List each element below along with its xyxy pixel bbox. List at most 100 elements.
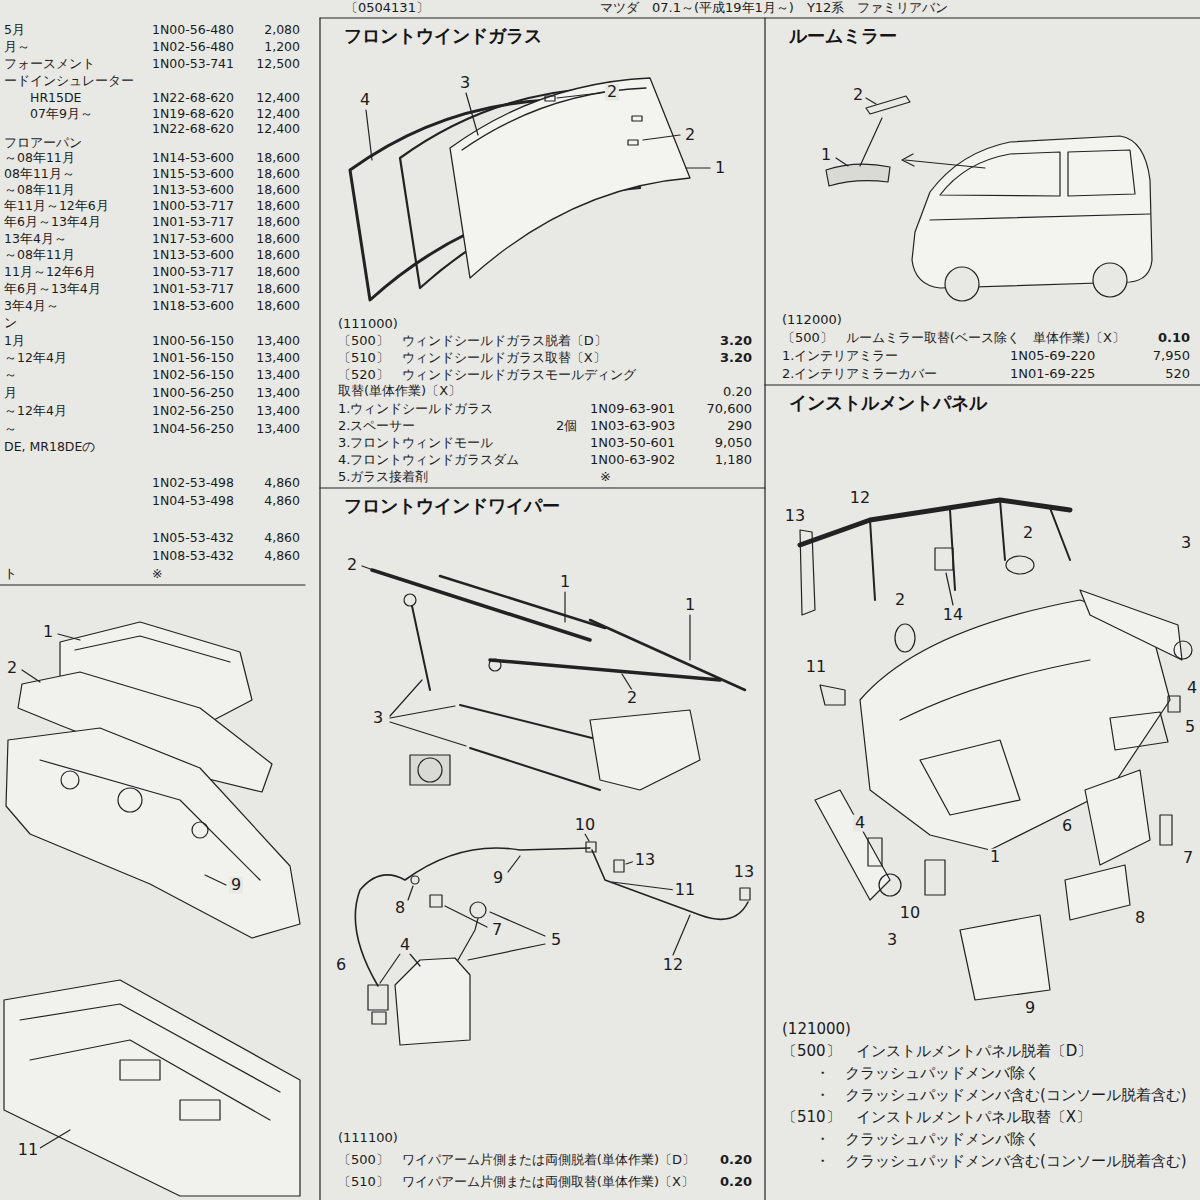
- table-text: 〔500〕 ウィンドシールドガラス脱着〔D〕: [338, 333, 607, 349]
- catalog-price: 18,600: [256, 214, 300, 229]
- callout-number: 2: [5, 660, 19, 677]
- catalog-price: 13,400: [256, 350, 300, 365]
- catalog-entry: ※: [152, 566, 162, 581]
- table-text: ※: [600, 469, 611, 485]
- catalog-price: 12,400: [256, 90, 300, 105]
- catalog-entry: 1N00-56-250: [152, 385, 234, 400]
- catalog-entry: 1N04-53-498: [152, 493, 234, 508]
- catalog-entry: HR15DE: [30, 90, 82, 105]
- section-panel: ルームミラー: [767, 20, 1200, 383]
- callout-number: 12: [848, 490, 872, 507]
- callout-number: 4: [1185, 680, 1199, 697]
- catalog-price: 18,600: [256, 182, 300, 197]
- callout-number: 5: [1183, 719, 1197, 736]
- section-heading: フロントウインドガラス: [322, 20, 763, 48]
- table-text: (111100): [338, 1130, 398, 1146]
- callout-number: 2: [1021, 525, 1035, 542]
- catalog-entry: 1N00-56-150: [152, 333, 234, 348]
- callout-number: 10: [898, 905, 922, 922]
- catalog-entry: 1N05-53-432: [152, 530, 234, 545]
- callout-number: 13: [633, 852, 657, 869]
- catalog-entry: 1N01-53-717: [152, 281, 234, 296]
- catalog-price: 1,200: [264, 39, 300, 54]
- catalog-entry: 1N13-53-600: [152, 182, 234, 197]
- catalog-entry: ～08年11月: [4, 182, 75, 197]
- catalog-price: 12,500: [256, 56, 300, 71]
- callout-number: 2: [893, 592, 907, 609]
- catalog-price: 18,600: [256, 166, 300, 181]
- table-value: 290: [727, 418, 752, 434]
- table-text: 2.インテリアミラーカバー: [782, 366, 937, 382]
- catalog-price: 12,400: [256, 106, 300, 121]
- table-text: 1N03-63-903: [590, 418, 675, 434]
- catalog-entry: ～08年11月: [4, 247, 75, 262]
- callout-number: 1: [558, 574, 572, 591]
- table-value: 0.20: [723, 384, 752, 400]
- catalog-price: 4,860: [264, 475, 300, 490]
- callout-number: 3: [1179, 535, 1193, 552]
- table-text: 〔520〕 ウィンドシールドガラスモールディング取替(単体作業)〔X〕: [338, 367, 638, 398]
- catalog-entry: 1N02-56-250: [152, 403, 234, 418]
- catalog-entry: 1N22-68-620: [152, 90, 234, 105]
- catalog-entry: 1月: [4, 333, 25, 348]
- section-heading: インストルメントパネル: [767, 387, 1200, 415]
- labor-entry: ・ クラッシュパッドメンバ除く: [815, 1064, 1040, 1082]
- catalog-entry: 1N14-53-600: [152, 150, 234, 165]
- table-value: 70,600: [707, 401, 753, 417]
- catalog-entry: 3年4月～: [4, 298, 59, 313]
- callout-number: 9: [491, 870, 505, 887]
- labor-entry: (121000): [782, 1020, 851, 1038]
- catalog-price: 12,400: [256, 121, 300, 136]
- table-text: (111000): [338, 316, 398, 332]
- table-text: 1N03-50-601: [590, 435, 675, 451]
- header-text: マツダ 07.1～(平成19年1月～) Y12系 ファミリアバン: [600, 0, 948, 16]
- catalog-price: 13,400: [256, 403, 300, 418]
- section-heading: フロントウインドワイパー: [322, 490, 763, 518]
- callout-number: 3: [458, 75, 472, 92]
- labor-entry: ・ クラッシュパッドメンバ除く: [815, 1130, 1040, 1148]
- catalog-entry: 年6月～13年4月: [4, 214, 101, 229]
- catalog-entry: 1N00-53-741: [152, 56, 234, 71]
- catalog-entry: 1N19-68-620: [152, 106, 234, 121]
- catalog-price: 2,080: [264, 22, 300, 37]
- callout-number: 3: [371, 710, 385, 727]
- catalog-entry: 08年11月～: [4, 166, 75, 181]
- table-text: 1N09-63-901: [590, 401, 675, 417]
- catalog-entry: 1N22-68-620: [152, 121, 234, 136]
- callout-number: 9: [229, 877, 243, 894]
- catalog-entry: ～08年11月: [4, 150, 75, 165]
- catalog-price: 13,400: [256, 333, 300, 348]
- catalog-price: 18,600: [256, 150, 300, 165]
- callout-number: 4: [853, 815, 867, 832]
- table-text: 1N01-69-225: [1010, 366, 1095, 382]
- callout-number: 7: [1181, 850, 1195, 867]
- labor-hours: 3.20: [720, 333, 752, 349]
- table-value: 9,050: [715, 435, 752, 451]
- callout-number: 2: [683, 127, 697, 144]
- catalog-price: 4,860: [264, 548, 300, 563]
- callout-number: 13: [783, 508, 807, 525]
- table-text: 1.インテリアミラー: [782, 348, 898, 364]
- catalog-entry: 月～: [4, 39, 30, 54]
- catalog-entry: 1N04-56-250: [152, 421, 234, 436]
- catalog-price: 18,600: [256, 264, 300, 279]
- table-text: 1N00-63-902: [590, 452, 675, 468]
- table-value: 1,180: [715, 452, 752, 468]
- table-text: 〔510〕 ウィンドシールドガラス取替〔X〕: [338, 350, 606, 366]
- table-value: 520: [1165, 366, 1190, 382]
- catalog-entry: フォースメント: [4, 56, 95, 71]
- callout-number: 6: [1060, 818, 1074, 835]
- catalog-entry: 1N00-56-480: [152, 22, 234, 37]
- catalog-entry: 1N18-53-600: [152, 298, 234, 313]
- callout-number: 2: [625, 690, 639, 707]
- callout-number: 8: [1133, 910, 1147, 927]
- callout-number: 7: [490, 922, 504, 939]
- callout-number: 14: [941, 607, 965, 624]
- callout-number: 1: [683, 597, 697, 614]
- catalog-entry: ードインシュレーター: [4, 73, 134, 88]
- catalog-entry: 1N17-53-600: [152, 231, 234, 246]
- catalog-entry: ～12年4月: [4, 350, 67, 365]
- section-heading: ルームミラー: [767, 20, 1200, 48]
- catalog-entry: 1N02-56-150: [152, 367, 234, 382]
